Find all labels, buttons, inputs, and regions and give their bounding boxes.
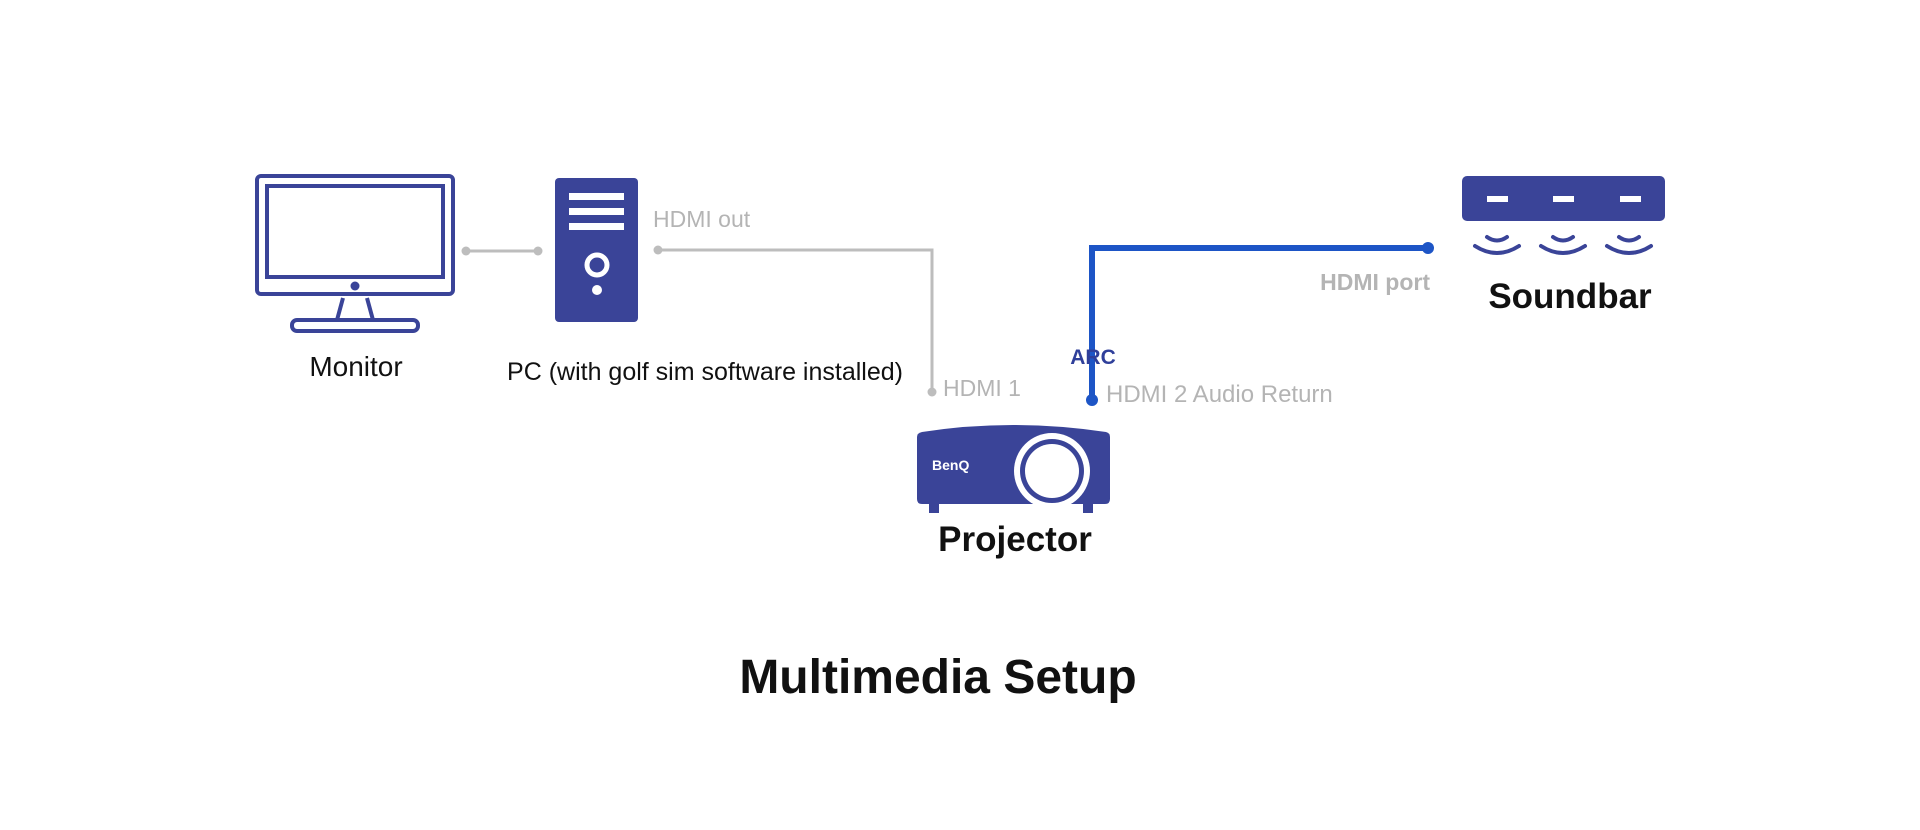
hdmi-port-label: HDMI port (1320, 269, 1430, 295)
pc-label: PC (with golf sim software installed) (507, 358, 903, 386)
monitor-pc-connector (461, 246, 543, 256)
arc-hdmi-cable (1086, 242, 1434, 406)
monitor-icon (255, 174, 455, 333)
hdmi-1-label: HDMI 1 (943, 375, 1021, 401)
hdmi-2-audio-return-label: HDMI 2 Audio Return (1106, 381, 1333, 408)
hdmi-cable-pc-projector (653, 245, 937, 397)
sound-waves-icon (1473, 235, 1653, 255)
projector-brand-logo: BenQ (932, 457, 969, 473)
soundbar-icon (1462, 176, 1665, 255)
hdmi-out-label: HDMI out (653, 206, 751, 232)
projector-label: Projector (938, 520, 1092, 559)
soundbar-label: Soundbar (1488, 277, 1652, 316)
monitor-label: Monitor (309, 351, 402, 382)
pc-tower-icon (555, 178, 638, 322)
projector-icon: BenQ (917, 425, 1110, 513)
arc-label: ARC (1070, 346, 1116, 369)
diagram-title: Multimedia Setup (739, 651, 1136, 704)
